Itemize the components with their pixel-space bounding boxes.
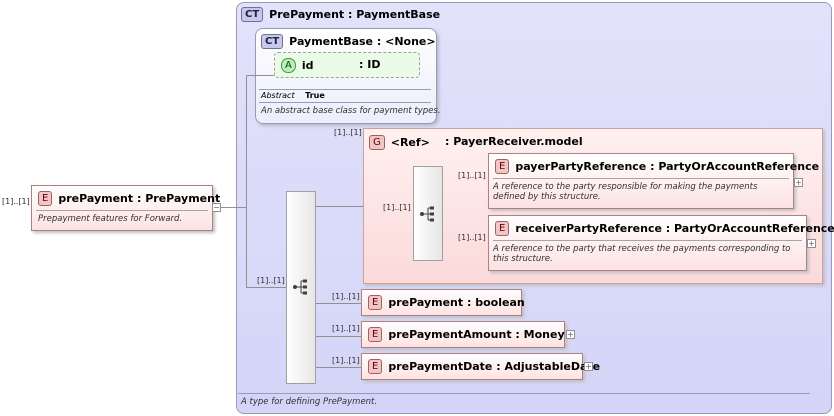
group-type: : PayerReceiver.model [445, 135, 583, 148]
element-icon: E [495, 220, 510, 236]
connector [246, 75, 274, 76]
element-cardinality: [1]..[1] [332, 292, 360, 301]
divider [259, 89, 431, 90]
divider [238, 393, 810, 394]
element-icon: E [368, 294, 383, 310]
group-icon: G [369, 135, 385, 150]
connector [315, 336, 361, 337]
expand-toggle[interactable]: + [584, 362, 593, 371]
inner-sequence-cardinality: [1]..[1] [383, 203, 411, 212]
connector [315, 367, 361, 368]
element-cardinality: [1]..[1] [458, 233, 486, 242]
complex-type-description: A type for defining PrePayment. [241, 397, 378, 407]
element-root-prepayment[interactable]: E prePayment : PrePayment Prepayment fea… [31, 185, 220, 231]
group-header: G <Ref> [369, 135, 430, 150]
element-description: Prepayment features for Forward. [38, 214, 183, 224]
base-type-header: CT PaymentBase : <None> [261, 34, 436, 49]
complex-type-icon: CT [241, 7, 264, 22]
sequence-cardinality: [1]..[1] [257, 276, 285, 285]
base-type-description: An abstract base class for payment types… [261, 106, 441, 116]
expand-toggle[interactable]: + [807, 239, 816, 248]
element-title: prePaymentAmount : Money [388, 327, 565, 341]
element-title: payerPartyReference : PartyOrAccountRefe… [515, 159, 820, 173]
connector [213, 207, 247, 208]
attribute-row: A id [281, 58, 314, 73]
element-description: A reference to the party responsible for… [493, 182, 758, 202]
element-receiverpartyreference[interactable]: E receiverPartyReference : PartyOrAccoun… [488, 215, 834, 271]
element-icon: E [368, 358, 383, 374]
element-icon: E [38, 190, 53, 206]
expand-toggle[interactable]: + [794, 178, 803, 187]
group-cardinality: [1]..[1] [334, 128, 362, 137]
element-title: prePayment : boolean [388, 295, 525, 309]
complex-type-title: PrePayment : PaymentBase [269, 8, 441, 21]
sequence-icon [293, 279, 307, 295]
expand-toggle[interactable]: + [566, 330, 575, 339]
element-title: prePayment : PrePayment [58, 191, 221, 205]
element-icon: E [495, 158, 510, 174]
element-description: A reference to the party that receives t… [493, 244, 791, 264]
element-icon: E [368, 326, 383, 342]
divider [259, 102, 431, 103]
element-cardinality: [1]..[1] [332, 356, 360, 365]
connector [315, 206, 363, 207]
group-ref: <Ref> [390, 136, 430, 149]
connector [315, 303, 361, 304]
element-prepaymentamount[interactable]: E prePaymentAmount : Money [361, 321, 565, 348]
element-cardinality: [1]..[1] [458, 171, 486, 180]
connector [246, 75, 247, 288]
complex-type-icon: CT [261, 34, 284, 49]
attribute-icon: A [281, 58, 296, 73]
attribute-type: : ID [359, 58, 381, 71]
element-prepayment-boolean[interactable]: E prePayment : boolean [361, 289, 525, 316]
complex-type-header: CT PrePayment : PaymentBase [241, 7, 440, 22]
element-prepaymentdate[interactable]: E prePaymentDate : AdjustableDate [361, 353, 600, 380]
sequence-icon [420, 206, 434, 222]
element-title: receiverPartyReference : PartyOrAccountR… [515, 221, 834, 235]
collapse-toggle[interactable]: − [212, 203, 221, 212]
element-cardinality: [1]..[1] [332, 324, 360, 333]
root-cardinality: [1]..[1] [2, 197, 30, 206]
attribute-id[interactable] [274, 52, 420, 78]
element-payerpartyreference[interactable]: E payerPartyReference : PartyOrAccountRe… [488, 153, 819, 209]
base-type-title: PaymentBase : <None> [289, 35, 436, 48]
attribute-name: id [301, 59, 314, 72]
abstract-row: Abstract True [261, 91, 325, 100]
connector [246, 287, 286, 288]
element-title: prePaymentDate : AdjustableDate [388, 359, 601, 373]
